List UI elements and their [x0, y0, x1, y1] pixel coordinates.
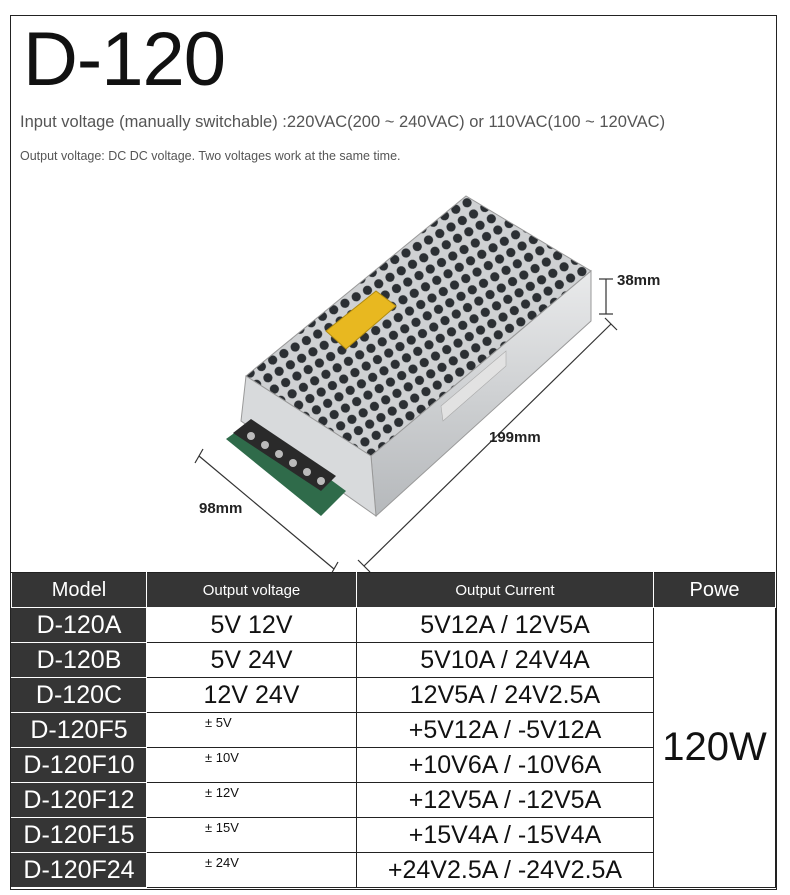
model-cell: D-120F24 — [11, 852, 147, 888]
model-cell: D-120F5 — [11, 712, 147, 748]
voltage-cell: ± 12V — [146, 782, 357, 818]
voltage-cell: 5V 12V — [146, 607, 357, 643]
voltage-cell: ± 15V — [146, 817, 357, 853]
current-cell: 12V5A / 24V2.5A — [356, 677, 654, 713]
length-dimension: 199mm — [489, 429, 541, 446]
spec-sheet: D-120 Input voltage (manually switchable… — [10, 15, 777, 890]
voltage-cell: ± 5V — [146, 712, 357, 748]
input-voltage-text: Input voltage (manually switchable) :220… — [20, 113, 666, 131]
voltage-cell: 5V 24V — [146, 642, 357, 678]
height-dimension: 38mm — [617, 272, 661, 289]
current-cell: +10V6A / -10V6A — [356, 747, 654, 783]
model-cell: D-120C — [11, 677, 147, 713]
page-title: D-120 — [23, 17, 226, 102]
table-row: D-120B 5V 24V 5V10A / 24V4A — [11, 642, 776, 678]
table-row: D-120F24 ± 24V +24V2.5A / -24V2.5A — [11, 852, 776, 888]
header-output-voltage: Output voltage — [146, 572, 357, 608]
table-row: D-120F12 ± 12V +12V5A / -12V5A — [11, 782, 776, 818]
voltage-cell: 12V 24V — [146, 677, 357, 713]
model-cell: D-120F15 — [11, 817, 147, 853]
current-cell: 5V10A / 24V4A — [356, 642, 654, 678]
header-power: Powe — [653, 572, 776, 608]
current-cell: +24V2.5A / -24V2.5A — [356, 852, 654, 888]
width-dimension: 98mm — [199, 500, 243, 517]
power-supply-image — [194, 195, 618, 577]
table-header-row: Model Output voltage Output Current Powe — [11, 572, 776, 608]
model-cell: D-120A — [11, 607, 147, 643]
spec-table: Model Output voltage Output Current Powe… — [11, 572, 776, 888]
output-voltage-text: Output voltage: DC DC voltage. Two volta… — [20, 149, 401, 163]
voltage-cell: ± 10V — [146, 747, 357, 783]
table-row: D-120A 5V 12V 5V12A / 12V5A 120W — [11, 607, 776, 888]
header-output-current: Output Current — [356, 572, 654, 608]
model-cell: D-120F12 — [11, 782, 147, 818]
current-cell: 5V12A / 12V5A — [356, 607, 654, 643]
model-cell: D-120B — [11, 642, 147, 678]
table-row: D-120F15 ± 15V +15V4A / -15V4A — [11, 817, 776, 853]
table-row: D-120C 12V 24V 12V5A / 24V2.5A — [11, 677, 776, 713]
header-model: Model — [11, 572, 147, 608]
current-cell: +12V5A / -12V5A — [356, 782, 654, 818]
current-cell: +15V4A / -15V4A — [356, 817, 654, 853]
model-cell: D-120F10 — [11, 747, 147, 783]
table-row: D-120F10 ± 10V +10V6A / -10V6A — [11, 747, 776, 783]
current-cell: +5V12A / -5V12A — [356, 712, 654, 748]
power-cell: 120W — [653, 607, 776, 888]
voltage-cell: ± 24V — [146, 852, 357, 888]
table-row: D-120F5 ± 5V +5V12A / -5V12A — [11, 712, 776, 748]
